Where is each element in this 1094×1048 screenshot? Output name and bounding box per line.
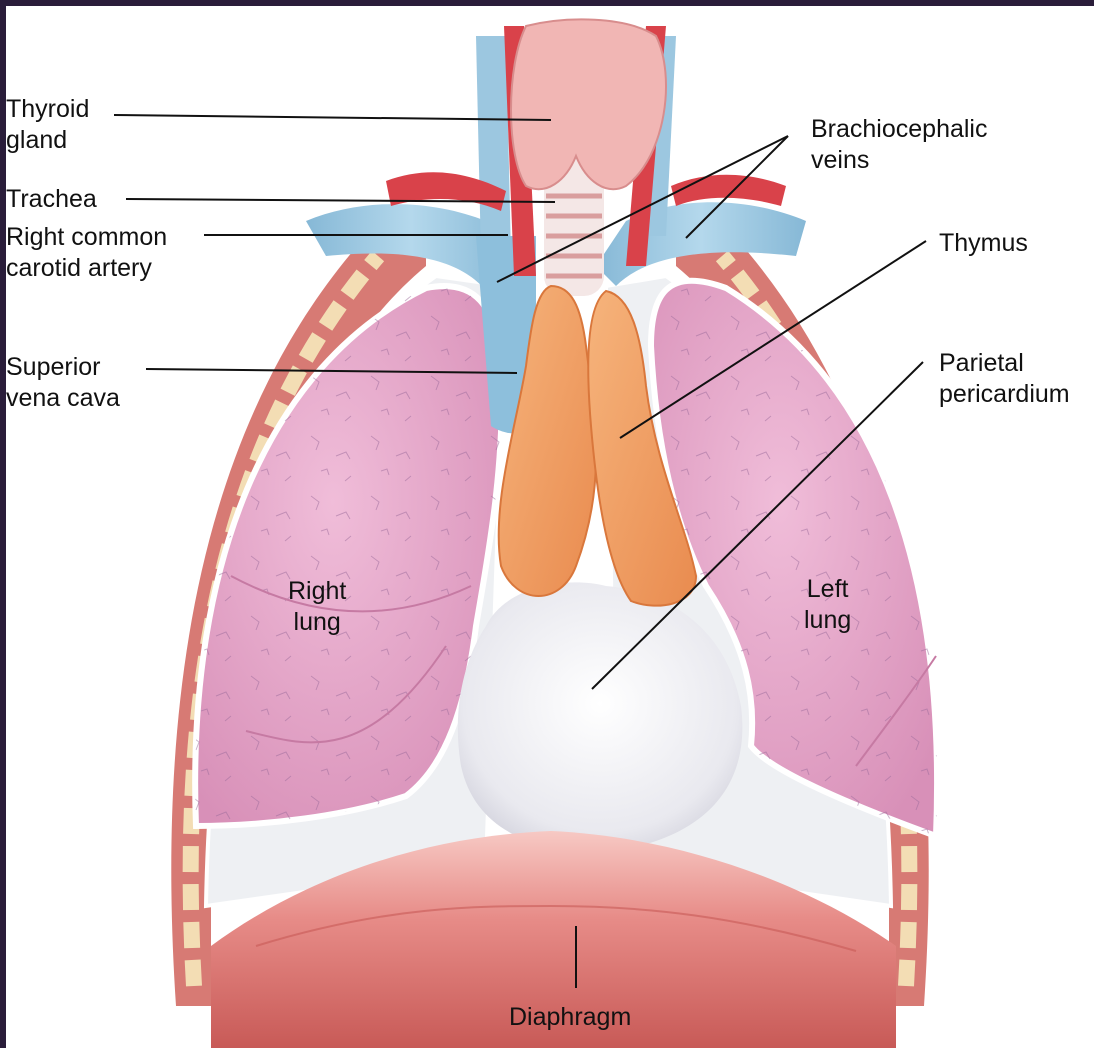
left-lung	[647, 277, 941, 841]
label-trachea: Trachea	[6, 185, 97, 213]
thymus-gland	[497, 284, 698, 607]
label-superior-vena-cava: Superior vena cava	[6, 353, 120, 412]
parietal-pericardium	[457, 582, 743, 852]
label-right-common-carotid-artery: Right common carotid artery	[6, 223, 168, 282]
label-parietal-pericardium: Parietal pericardium	[939, 349, 1070, 408]
label-right-lung: Right lung	[288, 577, 347, 636]
right-lung	[192, 283, 505, 830]
diagram-frame: Thyroid gland Trachea Right common carot…	[6, 6, 1094, 1048]
label-thymus: Thymus	[939, 229, 1028, 257]
label-thyroid-gland: Thyroid gland	[6, 95, 90, 154]
label-brachiocephalic-veins: Brachiocephalic veins	[811, 115, 988, 174]
leader-lines	[113, 114, 927, 988]
label-left-lung: Left lung	[804, 575, 852, 634]
label-diaphragm: Diaphragm	[509, 1003, 632, 1031]
diaphragm-muscle	[211, 831, 896, 1048]
thyroid-gland	[510, 18, 667, 191]
superior-vena-cava	[476, 236, 536, 434]
thorax-illustration	[113, 18, 941, 1048]
